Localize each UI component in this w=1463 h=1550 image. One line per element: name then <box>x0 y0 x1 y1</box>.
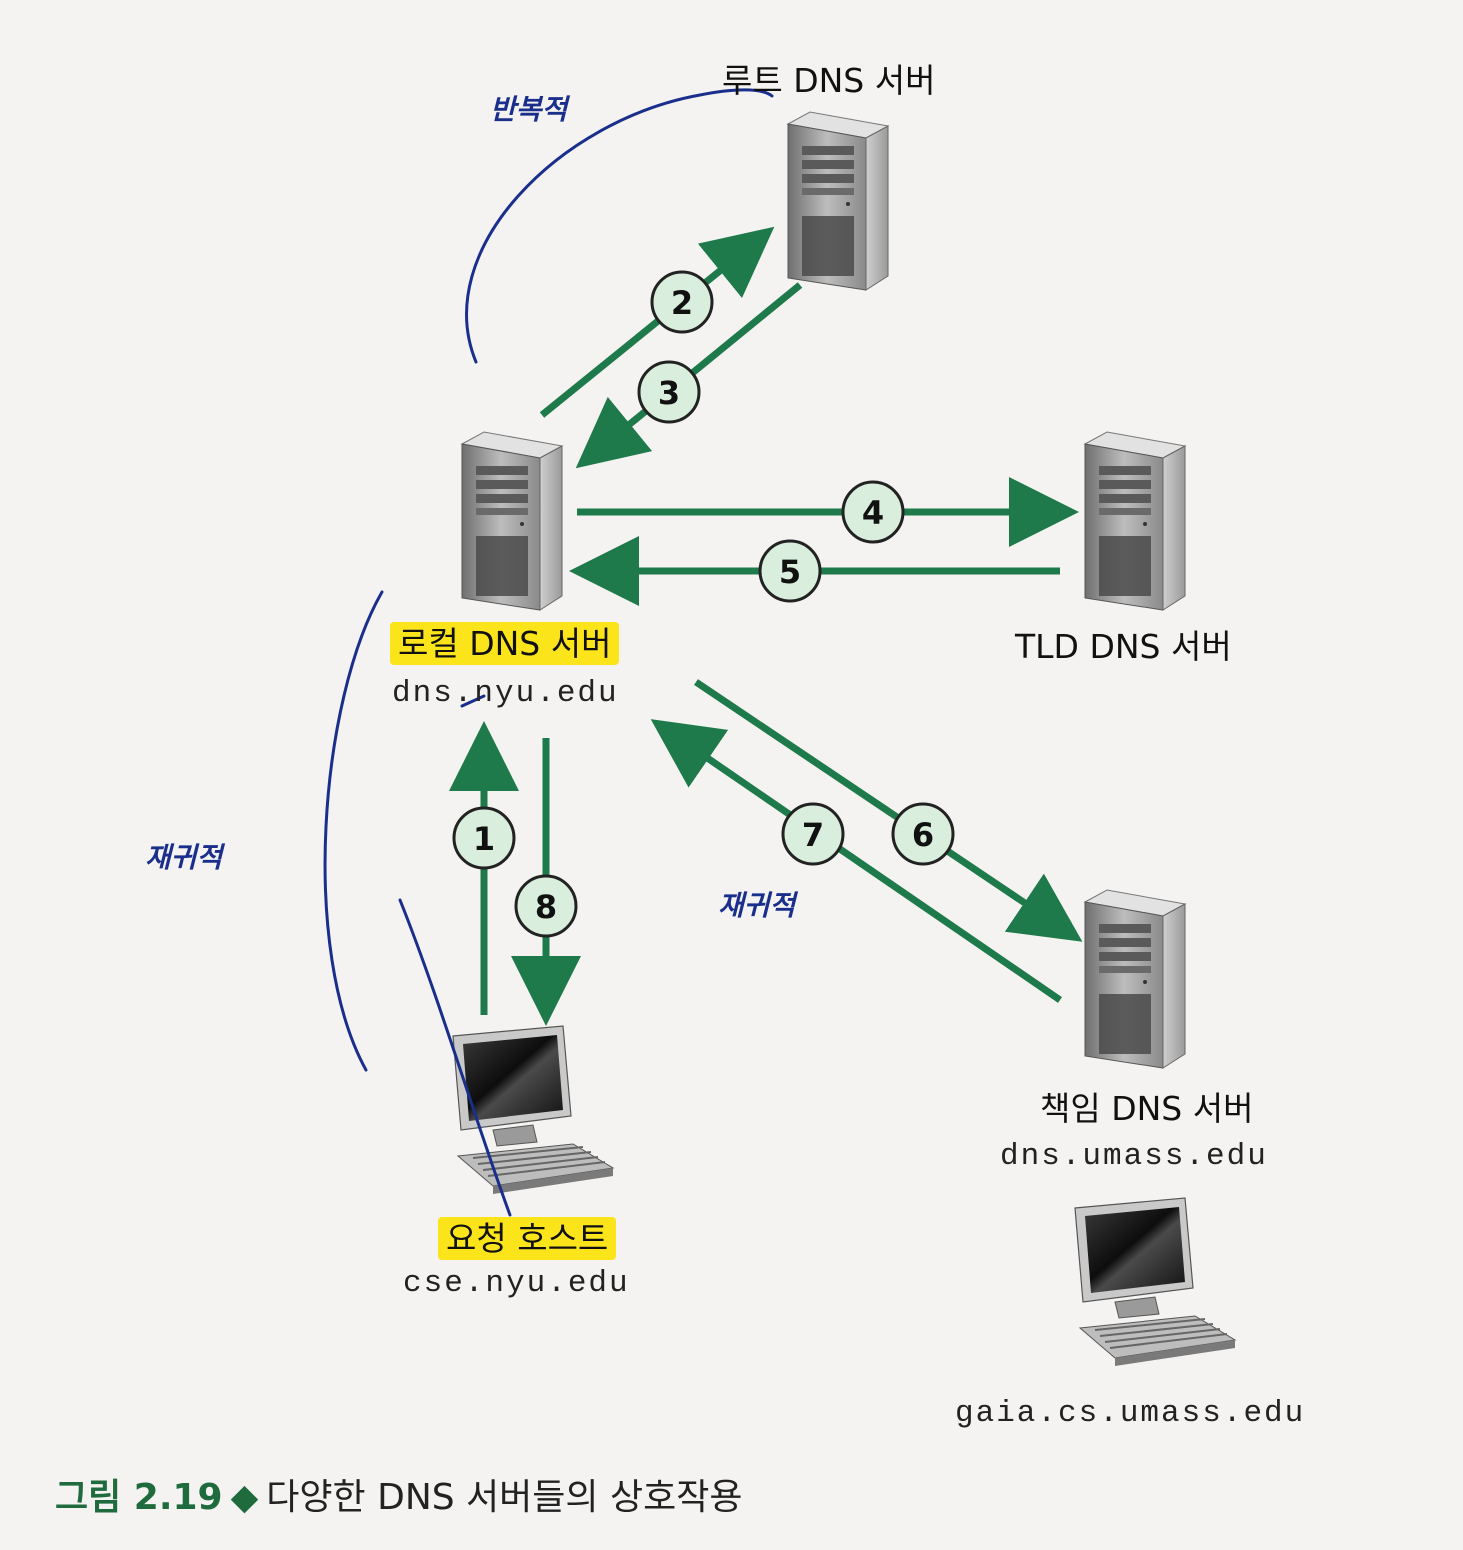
handwritten-mark-dns <box>460 694 486 708</box>
handwritten-strike-line <box>398 898 512 1217</box>
step-label-3: 3 <box>658 374 680 412</box>
root-dns-server-label: 루트 DNS 서버 <box>722 61 936 100</box>
local-dns-server-hostname: dns.nyu.edu <box>392 676 619 711</box>
local-dns-server-label-text: 로컬 DNS 서버 <box>390 622 620 665</box>
figure-caption-text: 다양한 DNS 서버들의 상호작용 <box>266 1477 743 1518</box>
step-circle-4 <box>841 480 905 544</box>
handwritten-note-recursive-center: 재귀적 <box>718 889 796 922</box>
caption-diamond-icon: ◆ <box>230 1477 259 1518</box>
handwritten-note-recursive-left: 재귀적 <box>145 841 223 874</box>
local-dns-server-icon <box>461 431 563 611</box>
requesting-host-label-text: 요청 호스트 <box>438 1217 617 1260</box>
arrow-step-7 <box>650 719 1062 1003</box>
tld-dns-server-label: TLD DNS 서버 <box>1015 627 1232 666</box>
handwritten-curve-left <box>323 590 384 1072</box>
step-circle-1 <box>452 806 516 870</box>
target-host-computer-icon <box>1074 1197 1236 1367</box>
tld-dns-server-icon <box>1084 431 1186 611</box>
requesting-host-computer-icon <box>452 1025 614 1195</box>
requesting-host-hostname: cse.nyu.edu <box>403 1266 630 1301</box>
step-circle-2 <box>650 270 714 334</box>
step-label-8: 8 <box>535 888 557 926</box>
step-circle-7 <box>781 802 845 866</box>
authoritative-dns-server-label: 책임 DNS 서버 <box>1040 1089 1254 1128</box>
handwritten-note-iterative: 반복적 <box>490 93 568 126</box>
step-label-5: 5 <box>779 553 801 591</box>
step-circle-6 <box>891 802 955 866</box>
step-label-4: 4 <box>862 494 884 532</box>
arrow-step-2 <box>539 226 775 418</box>
arrow-step-6 <box>694 679 1083 942</box>
authoritative-dns-server-hostname: dns.umass.edu <box>1000 1139 1268 1174</box>
step-label-7: 7 <box>802 816 824 854</box>
target-host-hostname: gaia.cs.umass.edu <box>955 1396 1306 1431</box>
authoritative-dns-server-icon <box>1084 889 1186 1069</box>
figure-number: 그림 2.19 <box>55 1477 223 1518</box>
root-dns-server-icon <box>787 111 889 291</box>
handwritten-curve-top <box>465 88 774 364</box>
step-circle-5 <box>758 539 822 603</box>
step-circle-3 <box>637 360 701 424</box>
step-label-6: 6 <box>912 816 934 854</box>
step-label-1: 1 <box>473 820 495 858</box>
figure-caption: 그림 2.19◆다양한 DNS 서버들의 상호작용 <box>55 1468 742 1520</box>
requesting-host-label: 요청 호스트 <box>438 1212 617 1260</box>
step-circle-8 <box>514 874 578 938</box>
step-label-2: 2 <box>671 284 693 322</box>
arrow-step-3 <box>575 282 803 469</box>
local-dns-server-label: 로컬 DNS 서버 <box>390 617 620 665</box>
